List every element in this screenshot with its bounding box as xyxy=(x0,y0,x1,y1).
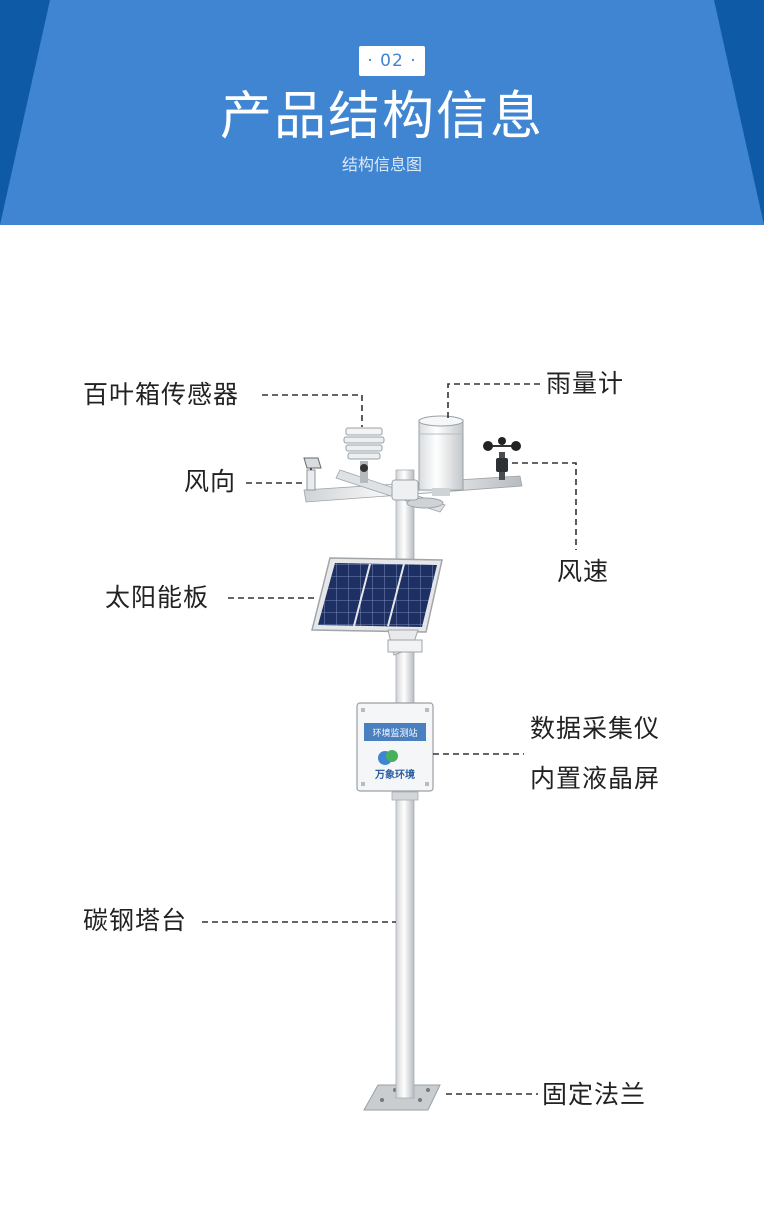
rain-gauge xyxy=(418,415,464,496)
label-rain-gauge: 雨量计 xyxy=(546,369,625,398)
label-louver-box-sensor: 百叶箱传感器 xyxy=(83,380,240,409)
enclosure-brand-text: 万象环境 xyxy=(374,768,415,781)
header-left-accent xyxy=(0,0,50,225)
wind-direction-sensor xyxy=(303,457,322,491)
data-logger-enclosure xyxy=(356,702,434,792)
label-wind-speed: 风速 xyxy=(557,557,610,586)
solar-panel xyxy=(311,557,443,656)
leader-line-wind-speed xyxy=(512,462,577,550)
label-wind-direction: 风向 xyxy=(184,467,237,496)
leader-line-louver xyxy=(262,394,363,427)
page-title: 产品结构信息 xyxy=(219,87,544,147)
section-number-badge: · 02 · xyxy=(359,46,425,76)
enclosure-header-text: 环境监测站 xyxy=(372,727,417,739)
leader-line-rain xyxy=(447,383,540,420)
label-data-logger-line2: 内置液晶屏 xyxy=(530,764,661,793)
wind-speed-sensor xyxy=(483,437,521,480)
louver-box-sensor xyxy=(343,427,385,483)
header-right-accent xyxy=(714,0,764,225)
header-banner: · 02 · 产品结构信息 结构信息图 xyxy=(0,0,764,225)
label-solar-panel: 太阳能板 xyxy=(105,583,210,612)
label-data-logger-line1: 数据采集仪 xyxy=(530,714,661,743)
page-subtitle: 结构信息图 xyxy=(341,155,422,174)
label-carbon-steel-tower: 碳钢塔台 xyxy=(83,906,188,935)
label-fixed-flange: 固定法兰 xyxy=(542,1080,647,1109)
